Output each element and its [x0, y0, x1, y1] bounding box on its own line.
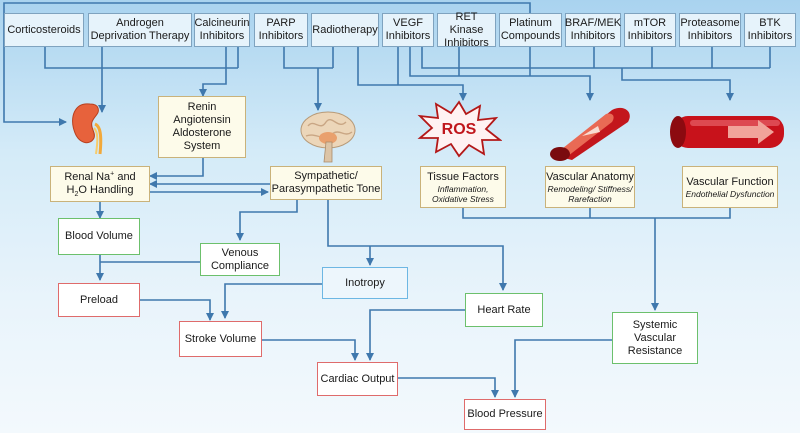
blood-vessel-arrow-icon — [670, 116, 784, 148]
brain-icon — [300, 111, 356, 163]
blood-volume-box: Blood Volume — [58, 218, 140, 255]
kidney-icon — [72, 103, 103, 155]
blood-pressure-box: Blood Pressure — [464, 399, 546, 430]
preload-box: Preload — [58, 283, 140, 317]
inotropy-box: Inotropy — [322, 267, 408, 299]
drug-radiotherapy: Radiotherapy — [311, 13, 379, 47]
ros-burst-icon: ROS — [417, 100, 502, 158]
raas-box: Renin Angiotensin Aldosterone System — [158, 96, 246, 158]
heart-rate-box: Heart Rate — [465, 293, 543, 327]
vascular-function-box: Vascular Function Endothelial Dysfunctio… — [682, 166, 778, 208]
stroke-volume-box: Stroke Volume — [179, 321, 262, 357]
ros-label: ROS — [442, 121, 477, 138]
tissue-factors-box: Tissue Factors Inflammation, Oxidative S… — [420, 166, 506, 208]
renal-handling-box: Renal Na+ and H2O Handling — [50, 166, 150, 202]
svr-box: Systemic Vascular Resistance — [612, 312, 698, 364]
venous-compliance-box: Venous Compliance — [200, 243, 280, 276]
drug-corticosteroids: Corticosteroids — [4, 13, 84, 47]
cardiac-output-box: Cardiac Output — [317, 362, 398, 396]
vascular-anatomy-box: Vascular Anatomy Remodeling/ Stiffness/ … — [545, 166, 635, 208]
sympathetic-tone-box: Sympathetic/ Parasympathetic Tone — [270, 166, 382, 200]
artery-cross-section-icon — [550, 107, 630, 161]
